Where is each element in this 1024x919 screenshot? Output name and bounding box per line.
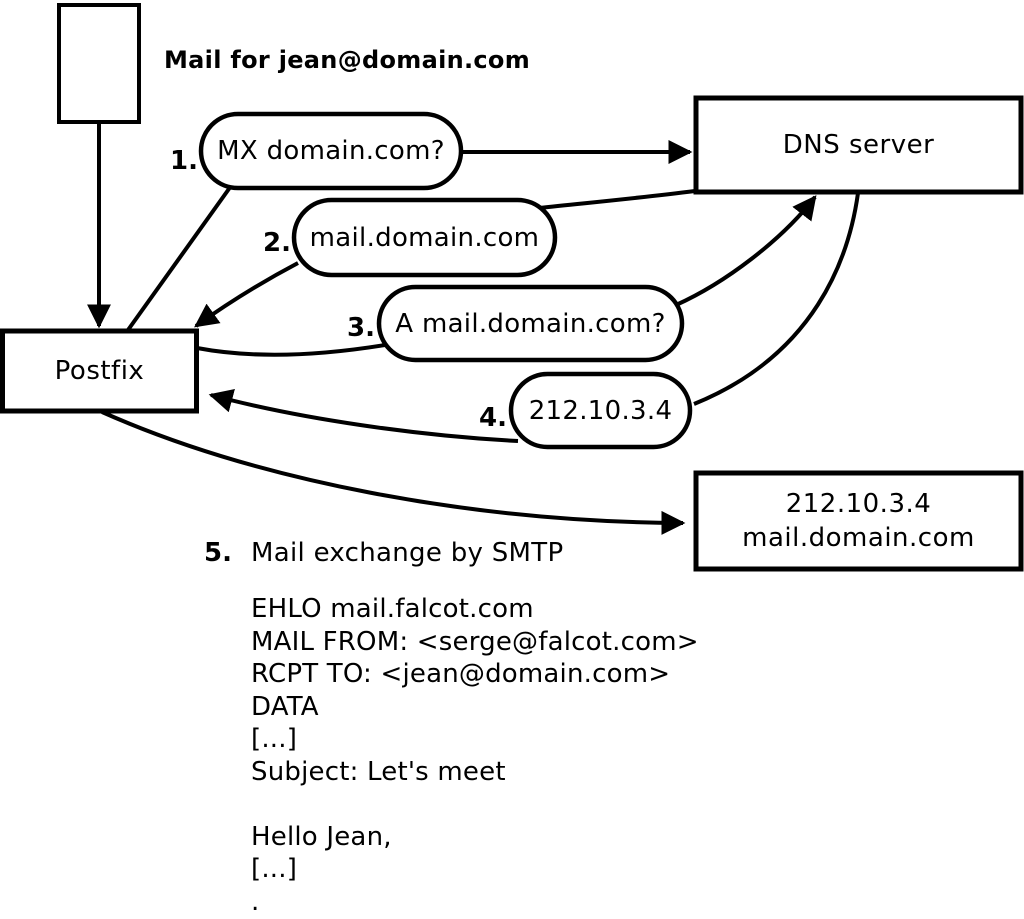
mail-server-node-shape [693,470,1024,572]
arrow-reply4-to-postfix [208,389,519,443]
query3-pill-shape [376,284,685,363]
query3-pill-label: A mail.domain.com? [395,308,666,339]
dns-server-node-shape [693,95,1024,195]
arrow-reply2-to-postfix [194,261,299,328]
query1-pill-label: MX domain.com? [217,136,445,166]
reply4-pill-label: 212.10.3.4 [528,395,673,426]
mail-server-ip: 212.10.3.4 [785,489,932,519]
line-dns-to-reply2 [538,189,696,210]
step-1-number: 1. [170,146,198,176]
mail-message-shape [57,3,141,124]
line-postfix-to-query3 [196,342,392,357]
step-2-number: 2. [263,228,291,258]
arrow-postfix-to-mail-server [101,410,686,535]
arrow-query3-to-dns [675,195,817,307]
postfix-node-shape [0,328,199,414]
mail-server-node-label: 212.10.3.4 mail.domain.com [696,473,1021,569]
smtp-transcript: EHLO mail.falcot.com MAIL FROM: <serge@f… [251,594,699,917]
diagram-title: Mail for jean@domain.com [164,46,531,74]
query1-pill-shape [198,111,464,191]
reply2-pill-shape [291,197,558,278]
line-dns-to-reply4 [693,192,860,406]
step-3-number: 3. [347,313,375,343]
dns-server-node-label: DNS server [782,130,935,160]
line-postfix-to-query1 [126,184,233,332]
reply2-pill-label: mail.domain.com [309,222,540,253]
postfix-node-label: Postfix [54,356,145,386]
reply4-pill-shape [508,371,693,450]
step-5-number: 5. [204,538,232,568]
step-4-number: 4. [479,403,507,433]
step-5-label: Mail exchange by SMTP [251,538,564,568]
mail-server-hostname: mail.domain.com [742,523,975,553]
